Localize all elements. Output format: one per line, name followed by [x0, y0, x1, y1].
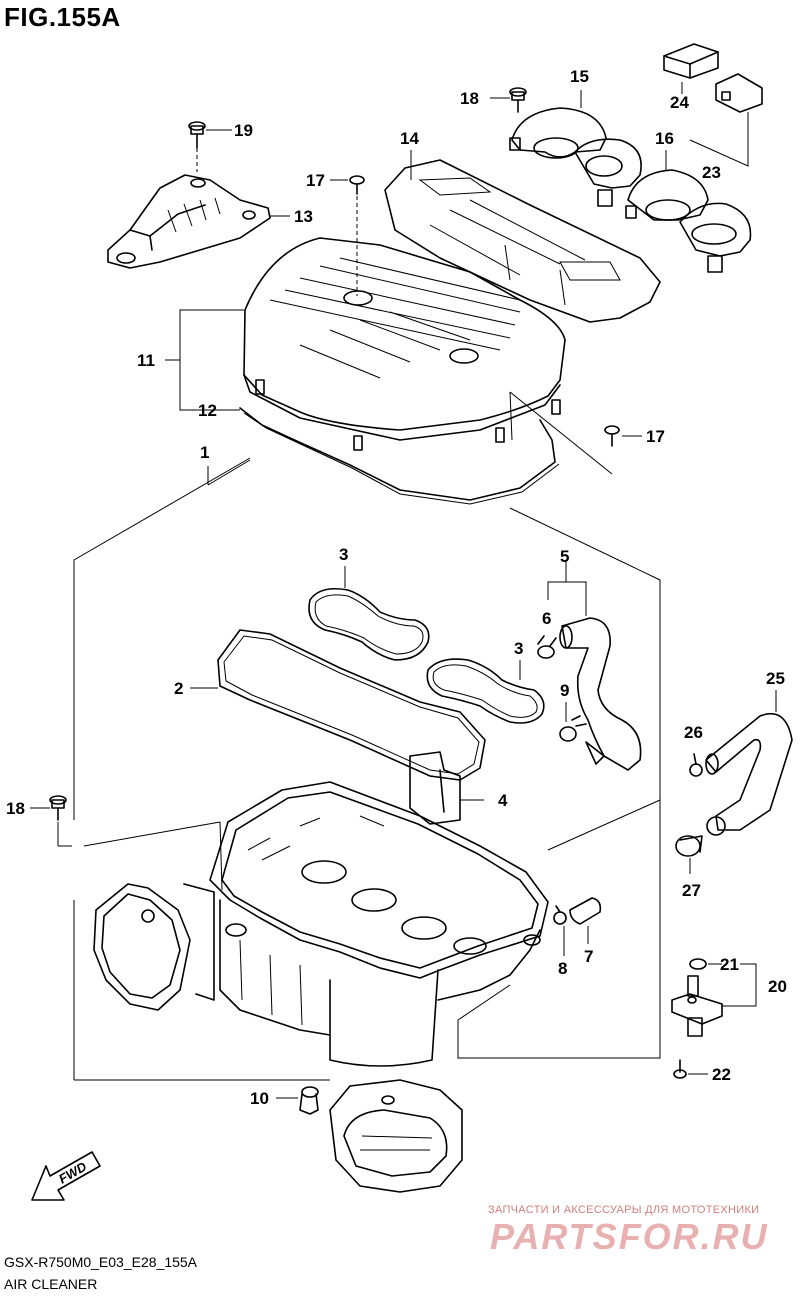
callout-7: 7 — [584, 947, 593, 966]
callout-13: 13 — [294, 207, 313, 226]
part-20-iat-sensor[interactable] — [671, 975, 723, 1037]
callout-18-top: 18 — [460, 89, 479, 108]
callout-8: 8 — [558, 959, 567, 978]
figure-name: AIR CLEANER — [4, 1276, 98, 1292]
part-24-sensor[interactable] — [663, 43, 719, 79]
part-18-bolt-top[interactable] — [509, 87, 527, 113]
part-12-cap-seal[interactable] — [239, 407, 560, 505]
part-23-connector[interactable] — [715, 73, 763, 113]
part-16-funnel[interactable] — [625, 169, 752, 273]
callout-21: 21 — [720, 955, 739, 974]
callout-5: 5 — [560, 547, 569, 566]
part-22-screw[interactable] — [673, 1059, 687, 1079]
part-5-breather-hose[interactable] — [559, 617, 642, 771]
callout-10: 10 — [250, 1089, 269, 1108]
part-1-air-cleaner-case[interactable] — [209, 781, 549, 1067]
callout-14: 14 — [400, 129, 419, 148]
callout-25: 25 — [766, 669, 785, 688]
part-17-screw-right[interactable] — [604, 425, 620, 447]
model-code: GSX-R750M0_E03_E28_155A — [4, 1254, 198, 1270]
part-18-bolt-left[interactable] — [49, 795, 67, 821]
part-6-clamp[interactable] — [537, 635, 557, 659]
part-8-clamp[interactable] — [553, 905, 567, 925]
part-19-bolt[interactable] — [188, 121, 206, 149]
callout-3-lower: 3 — [514, 639, 523, 658]
part-14-element[interactable] — [384, 159, 661, 323]
callout-20: 20 — [768, 977, 787, 996]
callout-6: 6 — [542, 609, 551, 628]
callout-9: 9 — [560, 681, 569, 700]
figure-title: FIG.155A — [4, 2, 121, 32]
part-2-gasket[interactable] — [217, 629, 486, 781]
callout-3-upper: 3 — [339, 545, 348, 564]
part-26-clamp[interactable] — [689, 753, 703, 777]
part-15-funnel[interactable] — [509, 107, 642, 207]
callout-22: 22 — [712, 1065, 731, 1084]
part-10-clip[interactable] — [299, 1086, 319, 1115]
callout-1: 1 — [200, 443, 209, 462]
fwd-arrow-icon: FWD — [31, 1151, 101, 1201]
part-13-bracket[interactable] — [107, 174, 271, 269]
callout-19: 19 — [234, 121, 253, 140]
callout-17-right: 17 — [646, 427, 665, 446]
watermark-subtitle: ЗАПЧАСТИ И АКСЕССУАРЫ ДЛЯ МОТОТЕХНИКИ — [488, 1204, 760, 1216]
callout-labels: 1 2 3 3 4 5 6 7 8 9 10 11 12 13 14 15 16… — [6, 67, 787, 1108]
callout-16: 16 — [655, 129, 674, 148]
intake-duct-left[interactable] — [93, 883, 215, 1011]
callout-17-top: 17 — [306, 171, 325, 190]
callout-15: 15 — [570, 67, 589, 86]
part-11-cleaner-cap[interactable] — [243, 237, 566, 451]
callout-12: 12 — [198, 401, 217, 420]
callout-23: 23 — [702, 163, 721, 182]
part-9-clamp[interactable] — [559, 715, 587, 742]
part-3-seal-lower[interactable] — [426, 658, 545, 724]
part-3-seal-upper[interactable] — [308, 587, 430, 661]
callout-26: 26 — [684, 723, 703, 742]
callout-2: 2 — [174, 679, 183, 698]
callout-24: 24 — [670, 93, 689, 112]
callout-4: 4 — [498, 791, 508, 810]
callout-27: 27 — [682, 881, 701, 900]
part-17-screw[interactable] — [349, 175, 365, 195]
part-4-foam-pad[interactable] — [409, 751, 461, 825]
callout-18-left: 18 — [6, 799, 25, 818]
part-21-o-ring[interactable] — [689, 958, 707, 970]
part-25-hose[interactable] — [705, 712, 793, 836]
outlet-duct[interactable] — [329, 1079, 463, 1193]
callout-11: 11 — [137, 351, 155, 370]
part-7-cap[interactable] — [569, 897, 602, 925]
watermark-logo: PARTSFOR.RU — [490, 1216, 769, 1257]
part-27-clamp[interactable] — [675, 835, 703, 857]
